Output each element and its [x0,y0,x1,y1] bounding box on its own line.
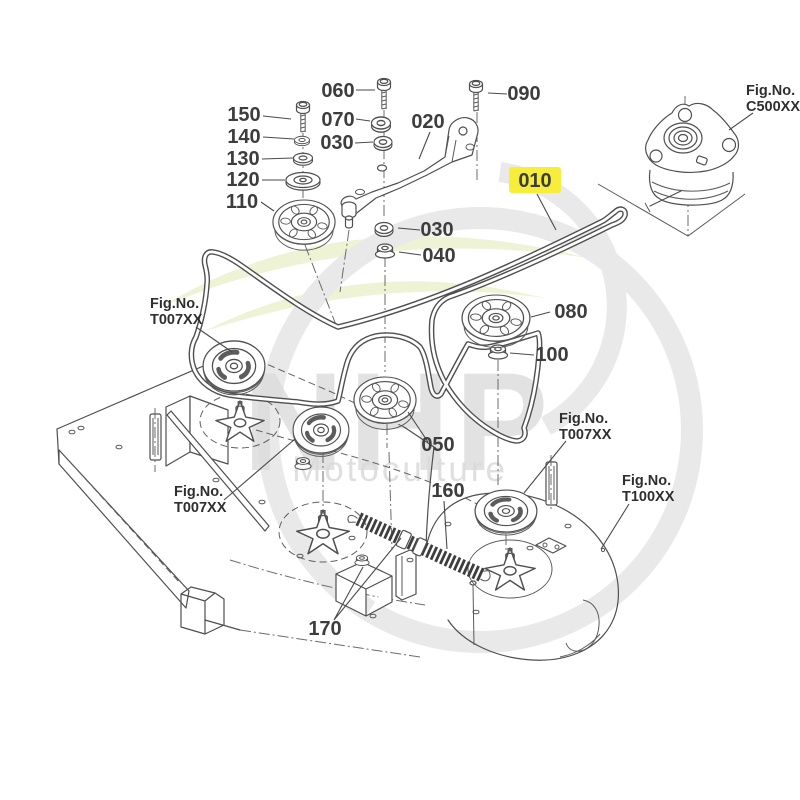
bolt-150 [295,100,311,133]
part-label-170[interactable]: 170 [308,618,341,640]
svg-text:T007XX[interactable]: T007XX [559,427,612,443]
tension-spring [347,512,491,582]
washer-120 [285,171,321,191]
pulley-t007-right [475,490,537,535]
svg-text:Fig.No.[interactable]: Fig.No. [174,484,223,500]
part-label-080[interactable]: 080 [554,301,587,323]
fig-ref-t100xx[interactable]: Fig.No. T100XX [622,473,675,505]
part-label-150[interactable]: 150 [227,104,260,126]
part-label-130[interactable]: 130 [226,148,259,170]
washer-030-mid [374,221,394,238]
part-label-140[interactable]: 140 [227,126,260,148]
nut-040 [374,243,396,259]
fig-ref-t007xx-bottom[interactable]: Fig.No. T007XX [174,484,227,516]
tension-arm-bracket [340,117,479,229]
pulley-t007-left [203,341,265,395]
washer-130 [292,152,314,166]
svg-text:Fig.No.[interactable]: Fig.No. [746,83,795,99]
part-label-040[interactable]: 040 [422,245,455,267]
watermark-ring [257,207,703,653]
part-label-090[interactable]: 090 [507,83,540,105]
svg-text:T007XX[interactable]: T007XX [174,500,227,516]
leader-lines [195,89,754,621]
deck-nut [294,457,312,471]
part-label-110[interactable]: 110 [226,191,258,213]
fig-references: Fig.No. C500XX Fig.No. T007XX Fig.No. T0… [150,83,800,516]
part-highlight-010[interactable] [509,167,561,193]
svg-text:C500XX[interactable]: C500XX [746,99,800,115]
fig-ref-t007xx-left[interactable]: Fig.No. T007XX [150,296,203,328]
washer-030-top [373,135,393,152]
svg-text:T100XX[interactable]: T100XX [622,489,675,505]
watermark-subtitle: Motoculture [292,450,508,489]
drive-belt [188,206,628,444]
part-label-070[interactable]: 070 [321,109,354,131]
part-label-050[interactable]: 050 [421,434,454,456]
clutch-assembly [644,102,740,213]
bolt-090 [468,79,484,112]
svg-text:Fig.No.[interactable]: Fig.No. [559,411,608,427]
part-label-010[interactable]: 010 [518,170,551,192]
svg-text:Fig.No.[interactable]: Fig.No. [622,473,671,489]
svg-text:T007XX[interactable]: T007XX [150,312,203,328]
spring-anchor-nut [354,554,370,566]
svg-text:Fig.No.[interactable]: Fig.No. [150,296,199,312]
pulley-110 [272,199,336,251]
part-label-030-mid[interactable]: 030 [420,219,453,241]
spindle-right [484,547,536,591]
part-label-020[interactable]: 020 [411,111,444,133]
fig-ref-c500xx[interactable]: Fig.No. C500XX [746,83,800,115]
part-label-160[interactable]: 160 [431,480,464,502]
part-label-100[interactable]: 100 [535,344,568,366]
part-labels: 150 140 130 120 110 060 070 030 020 090 … [226,80,588,640]
fig-ref-t007xx-right[interactable]: Fig.No. T007XX [559,411,612,443]
part-label-060[interactable]: 060 [321,80,354,102]
clutch-projection-lines [597,183,746,237]
part-label-120[interactable]: 120 [226,169,259,191]
washer-070 [370,116,392,133]
pulley-t007-bottom [293,407,349,456]
lock-washer-140 [294,135,310,147]
bolt-060 [376,77,392,110]
part-label-030-top[interactable]: 030 [320,132,353,154]
